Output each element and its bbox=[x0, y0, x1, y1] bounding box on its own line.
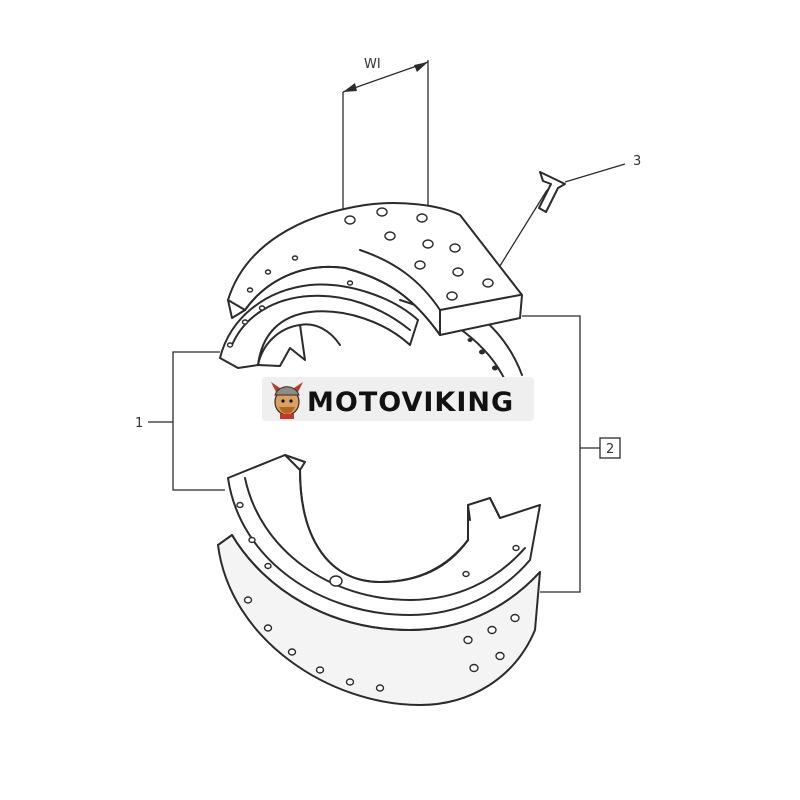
dimension-label: WI bbox=[364, 57, 381, 72]
upper-web-holes bbox=[226, 280, 354, 348]
callout-2-bracket: 2 bbox=[522, 315, 621, 593]
lower-lining-rivets bbox=[243, 596, 520, 692]
callout-3-label: 3 bbox=[633, 154, 641, 169]
watermark: MOTOVIKING bbox=[262, 377, 534, 421]
watermark-text: MOTOVIKING bbox=[307, 387, 514, 418]
callout-1-label: 1 bbox=[135, 416, 143, 431]
viking-mascot-icon bbox=[271, 382, 303, 419]
callout-2-label: 2 bbox=[606, 442, 614, 457]
lower-web-holes bbox=[236, 501, 520, 587]
upper-brake-shoe bbox=[219, 202, 523, 381]
callout-1-bracket: 1 bbox=[135, 351, 225, 491]
upper-lining-rivets bbox=[246, 207, 494, 301]
lower-brake-shoe bbox=[217, 454, 541, 706]
callout-2-box bbox=[599, 437, 621, 459]
callout-3: 3 bbox=[489, 154, 641, 283]
